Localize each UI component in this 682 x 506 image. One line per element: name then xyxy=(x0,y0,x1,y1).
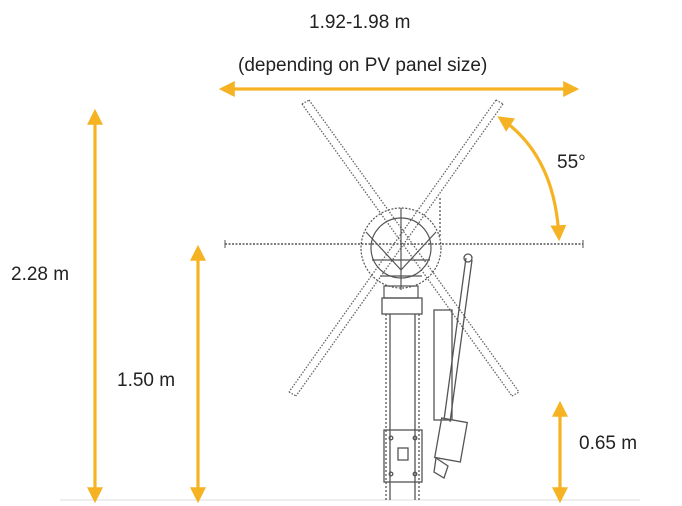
mast xyxy=(381,297,423,500)
min-clearance-label: 0.65 m xyxy=(579,433,638,454)
axis-height-label: 1.50 m xyxy=(117,370,176,391)
total-height-label: 2.28 m xyxy=(11,264,70,285)
dimension-arrows xyxy=(87,81,580,504)
rotation-hub xyxy=(360,207,442,299)
tilt-angle-label: 55° xyxy=(557,152,586,173)
tilted-panel-right xyxy=(288,99,504,397)
width-note-label: (depending on PV panel size) xyxy=(238,55,488,76)
tilted-panel-left xyxy=(301,99,520,397)
linear-actuator xyxy=(433,198,473,479)
tilt-angle-arrow xyxy=(497,116,567,242)
width-range-label: 1.92-1.98 m xyxy=(309,12,411,33)
